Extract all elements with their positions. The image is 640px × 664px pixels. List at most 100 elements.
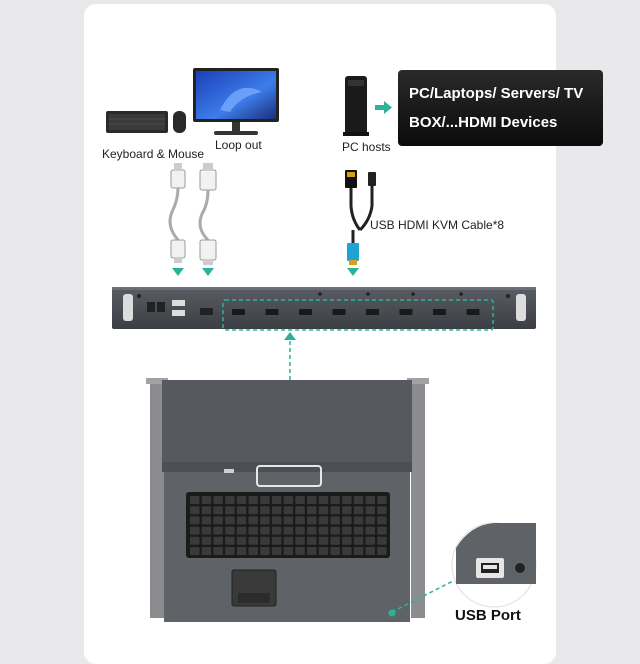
key bbox=[342, 547, 352, 555]
kvm-switch-unit bbox=[112, 287, 536, 330]
key bbox=[237, 527, 247, 535]
key bbox=[330, 506, 340, 514]
key bbox=[330, 537, 340, 545]
key bbox=[330, 496, 340, 504]
usb-port-label: USB Port bbox=[455, 607, 521, 624]
key bbox=[272, 547, 282, 555]
key bbox=[202, 496, 212, 504]
key bbox=[307, 496, 317, 504]
hdmi-port bbox=[366, 309, 379, 315]
key bbox=[284, 516, 294, 524]
usb-port-callout bbox=[389, 521, 539, 617]
key bbox=[319, 496, 329, 504]
key bbox=[260, 516, 270, 524]
hdmi-port bbox=[433, 309, 446, 315]
key bbox=[342, 506, 352, 514]
monitor-icon bbox=[193, 68, 279, 135]
usb-cable-keyboard bbox=[170, 163, 185, 263]
key bbox=[249, 516, 259, 524]
hdmi-port bbox=[400, 309, 413, 315]
loop-out-label: Loop out bbox=[215, 138, 262, 152]
key bbox=[319, 506, 329, 514]
hdmi-port bbox=[299, 309, 312, 315]
key bbox=[366, 506, 376, 514]
key bbox=[190, 547, 200, 555]
key bbox=[190, 537, 200, 545]
key bbox=[272, 537, 282, 545]
key bbox=[284, 537, 294, 545]
banner-line-2: BOX/...HDMI Devices bbox=[409, 114, 557, 131]
key bbox=[295, 516, 305, 524]
touchpad bbox=[232, 570, 276, 606]
key bbox=[342, 537, 352, 545]
key bbox=[225, 506, 235, 514]
key bbox=[319, 516, 329, 524]
key bbox=[213, 547, 223, 555]
key bbox=[237, 496, 247, 504]
key bbox=[319, 547, 329, 555]
key bbox=[213, 537, 223, 545]
key bbox=[225, 547, 235, 555]
key bbox=[249, 527, 259, 535]
key bbox=[272, 506, 282, 514]
key bbox=[202, 506, 212, 514]
key bbox=[225, 537, 235, 545]
key bbox=[249, 496, 259, 504]
key bbox=[307, 506, 317, 514]
key bbox=[272, 516, 282, 524]
devices-banner: PC/Laptops/ Servers/ TV BOX/...HDMI Devi… bbox=[398, 70, 603, 146]
key bbox=[260, 547, 270, 555]
key bbox=[260, 537, 270, 545]
key bbox=[190, 496, 200, 504]
hdmi-port bbox=[467, 309, 480, 315]
keyboard-mouse-label: Keyboard & Mouse bbox=[102, 147, 204, 161]
keyboard-icon bbox=[106, 111, 168, 133]
key bbox=[366, 547, 376, 555]
banner-line-1: PC/Laptops/ Servers/ TV bbox=[409, 85, 583, 102]
key bbox=[330, 527, 340, 535]
key bbox=[342, 516, 352, 524]
pc-hosts-label: PC hosts bbox=[342, 140, 391, 154]
key bbox=[202, 527, 212, 535]
key bbox=[366, 496, 376, 504]
key bbox=[342, 527, 352, 535]
key bbox=[213, 496, 223, 504]
hdmi-port bbox=[266, 309, 279, 315]
key bbox=[213, 516, 223, 524]
key bbox=[366, 516, 376, 524]
hdmi-cable-monitor bbox=[200, 163, 216, 265]
key bbox=[307, 527, 317, 535]
key bbox=[213, 527, 223, 535]
key bbox=[307, 516, 317, 524]
key bbox=[354, 547, 364, 555]
key bbox=[237, 537, 247, 545]
key bbox=[366, 527, 376, 535]
key bbox=[295, 527, 305, 535]
key bbox=[260, 496, 270, 504]
arrow-right-icon bbox=[375, 101, 392, 114]
key bbox=[354, 516, 364, 524]
mouse-icon bbox=[173, 111, 186, 133]
arrow-down-icon bbox=[172, 268, 359, 276]
key bbox=[295, 547, 305, 555]
key bbox=[190, 516, 200, 524]
key bbox=[295, 506, 305, 514]
key bbox=[354, 527, 364, 535]
key bbox=[366, 537, 376, 545]
key bbox=[249, 506, 259, 514]
key bbox=[260, 506, 270, 514]
key bbox=[190, 527, 200, 535]
key bbox=[295, 537, 305, 545]
key bbox=[377, 547, 387, 555]
key bbox=[213, 506, 223, 514]
key bbox=[202, 537, 212, 545]
key bbox=[237, 506, 247, 514]
key bbox=[377, 537, 387, 545]
key bbox=[249, 547, 259, 555]
key bbox=[237, 547, 247, 555]
key bbox=[284, 527, 294, 535]
key bbox=[202, 516, 212, 524]
key bbox=[319, 537, 329, 545]
key bbox=[237, 516, 247, 524]
key bbox=[249, 537, 259, 545]
